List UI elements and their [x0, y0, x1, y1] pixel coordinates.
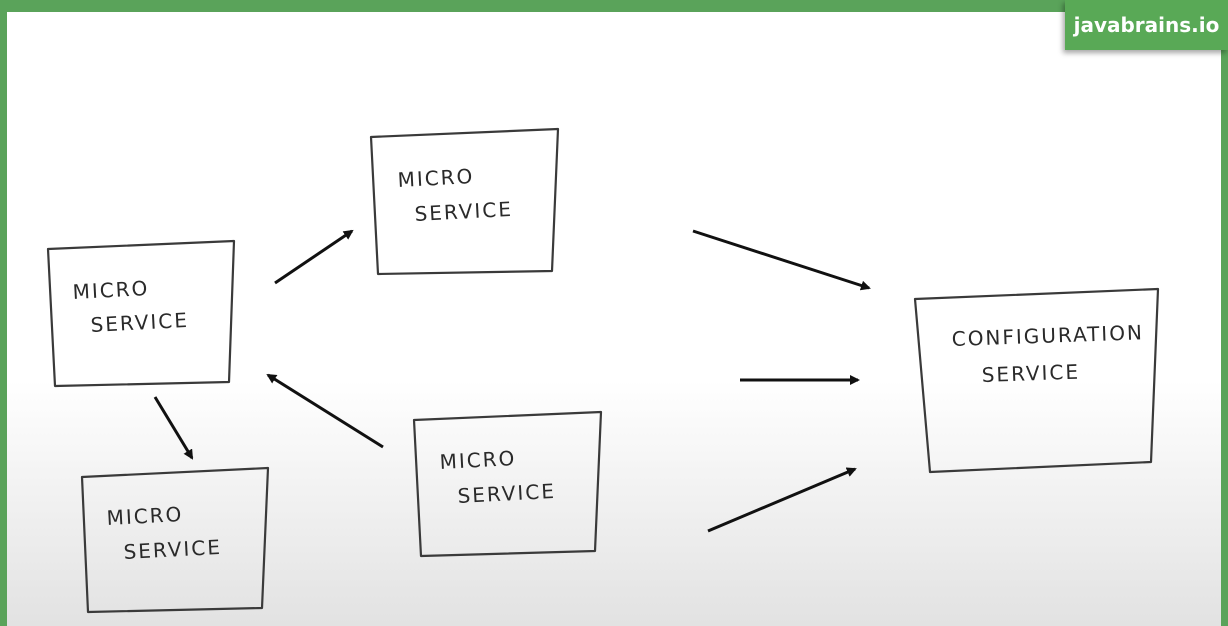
- node-top-micro-service: MICRO SERVICE: [369, 127, 560, 276]
- brand-badge[interactable]: javabrains.io: [1065, 0, 1228, 50]
- node-bottom-center-micro-service: MICRO SERVICE: [412, 410, 603, 558]
- arrow-bottom-to-config: [707, 467, 857, 533]
- node-label-line1: MICRO: [72, 276, 150, 304]
- node-label-line1: MICRO: [439, 446, 517, 474]
- arrow-left-to-bottom-left: [153, 396, 194, 460]
- node-label-line2: SERVICE: [414, 197, 513, 226]
- arrow-bottom-center-to-left: [266, 373, 384, 449]
- node-left-micro-service: MICRO SERVICE: [46, 239, 236, 388]
- node-label-line2: SERVICE: [123, 535, 222, 564]
- canvas: [7, 12, 1221, 626]
- arrow-left-to-top: [274, 229, 354, 285]
- node-label-line1: CONFIGURATION: [951, 320, 1144, 351]
- arrow-top-to-config: [692, 229, 871, 291]
- node-configuration-service: CONFIGURATION SERVICE: [913, 287, 1160, 474]
- node-bottom-left-micro-service: MICRO SERVICE: [80, 466, 270, 614]
- node-label-line1: MICRO: [397, 164, 475, 192]
- node-label-line1: MICRO: [106, 502, 184, 530]
- node-label-line2: SERVICE: [457, 479, 556, 508]
- node-label-line2: SERVICE: [90, 308, 189, 337]
- node-label-line2: SERVICE: [981, 360, 1080, 387]
